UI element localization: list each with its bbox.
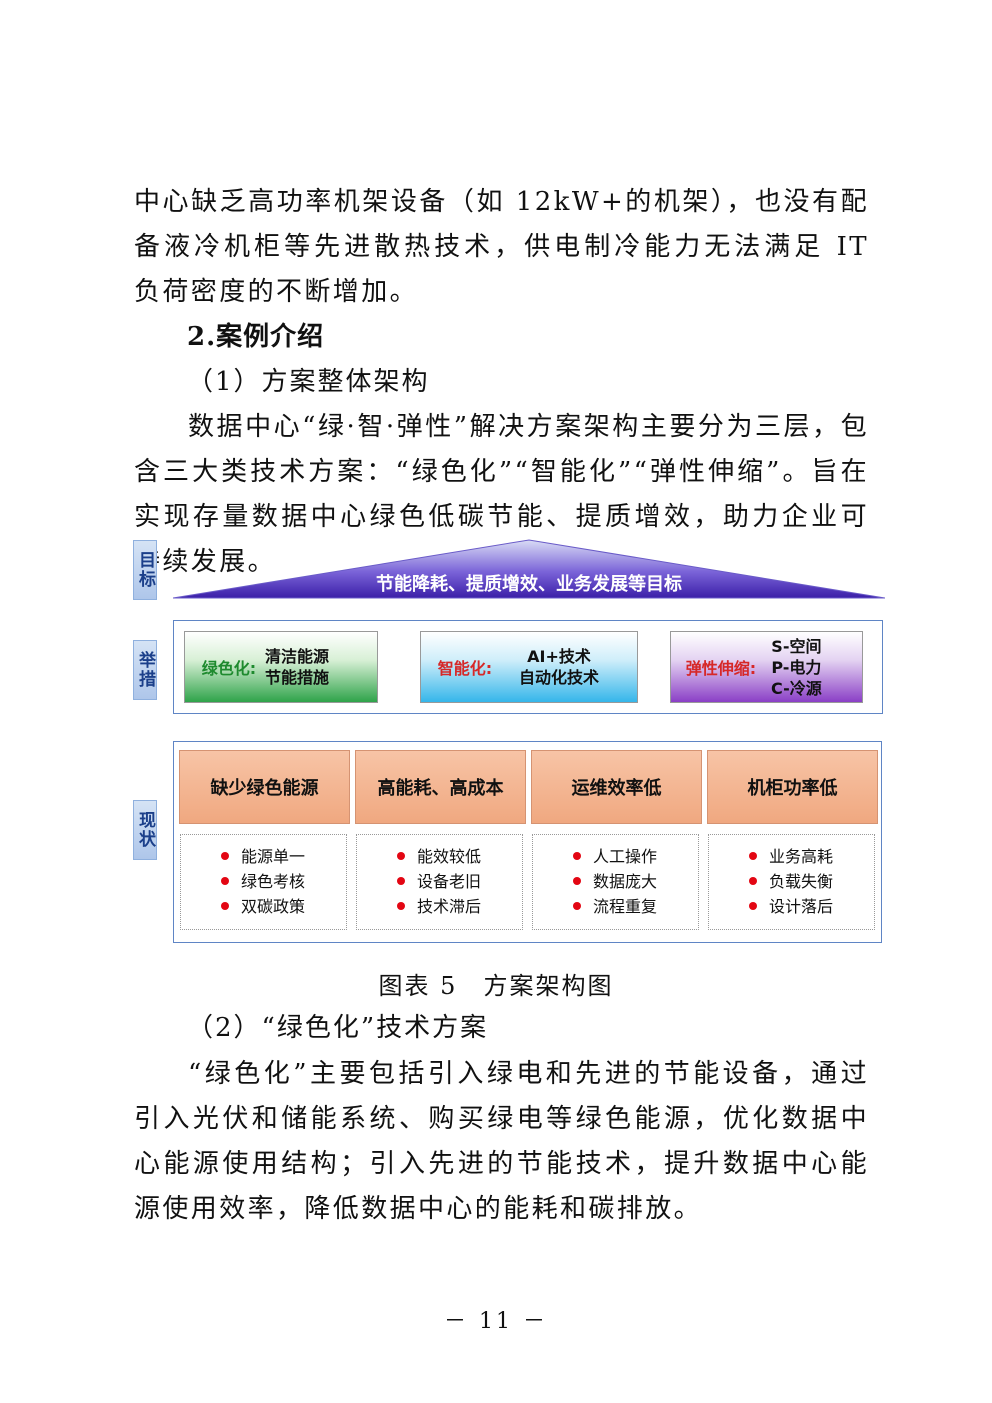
list-item: 技术滞后: [397, 894, 522, 919]
figure-caption: 图表 5 方案架构图: [378, 972, 614, 1000]
list-item: 流程重复: [573, 894, 698, 919]
section-title: 2.案例介绍: [187, 322, 325, 352]
status-list: 能源单一 绿色考核 双碳政策: [180, 834, 347, 930]
subsection-title-2: （2）“绿色化”技术方案: [187, 1013, 489, 1043]
page-number: － 11 －: [444, 1309, 548, 1334]
paragraph-green: “绿色化”主要包括引入绿电和先进的节能设备，通过引入光伏和储能系统、购买绿电等绿…: [134, 1059, 869, 1224]
measure-elastic: 弹性伸缩: S-空间 P-电力 C-冷源: [670, 631, 863, 703]
status-head: 缺少绿色能源: [179, 750, 350, 824]
status-frame: 缺少绿色能源 高能耗、高成本 运维效率低 机柜功率低 能源单一 绿色考核 双碳政…: [173, 741, 882, 943]
status-head: 运维效率低: [531, 750, 702, 824]
measure-elastic-item: S-空间: [771, 636, 822, 656]
list-item: 数据庞大: [573, 869, 698, 894]
label-measures: 举措: [133, 640, 157, 700]
measure-elastic-key: 弹性伸缩:: [685, 659, 757, 678]
list-item: 设计落后: [749, 894, 874, 919]
measure-green: 绿色化: 清洁能源 节能措施: [184, 631, 378, 703]
measure-smart-key: 智能化:: [437, 659, 493, 678]
paragraph-architecture: 数据中心“绿·智·弹性”解决方案架构主要分为三层，包含三大类技术方案：“绿色化”…: [134, 412, 869, 577]
subsection-title-1: （1）方案整体架构: [187, 367, 430, 397]
goal-text: 节能降耗、提质增效、业务发展等目标: [376, 574, 682, 595]
list-item: 设备老旧: [397, 869, 522, 894]
label-status: 现状: [133, 800, 157, 860]
status-list: 能效较低 设备老旧 技术滞后: [356, 834, 523, 930]
measure-smart-item: AI+技术: [527, 647, 591, 666]
measure-green-item: 清洁能源: [265, 647, 330, 666]
measure-elastic-item: C-冷源: [771, 678, 822, 698]
list-item: 绿色考核: [221, 869, 346, 894]
list-item: 负载失衡: [749, 869, 874, 894]
status-list: 业务高耗 负载失衡 设计落后: [708, 834, 875, 930]
status-head: 机柜功率低: [707, 750, 878, 824]
list-item: 人工操作: [573, 844, 698, 869]
list-item: 业务高耗: [749, 844, 874, 869]
list-item: 能源单一: [221, 844, 346, 869]
measure-smart: 智能化: AI+技术 自动化技术: [420, 631, 638, 703]
paragraph-intro: 中心缺乏高功率机架设备（如 12kW+的机架），也没有配备液冷机柜等先进散热技术…: [134, 187, 869, 307]
label-goal: 目标: [133, 540, 157, 600]
list-item: 双碳政策: [221, 894, 346, 919]
status-head: 高能耗、高成本: [355, 750, 526, 824]
list-item: 能效较低: [397, 844, 522, 869]
goal-roof: [173, 539, 885, 599]
measure-green-key: 绿色化:: [201, 659, 257, 678]
measure-smart-item: 自动化技术: [519, 668, 600, 687]
status-list: 人工操作 数据庞大 流程重复: [532, 834, 699, 930]
measure-green-item: 节能措施: [265, 668, 330, 687]
measures-frame: 绿色化: 清洁能源 节能措施 智能化: AI+技术 自动化技术 弹性伸缩: S-…: [173, 620, 883, 714]
measure-elastic-item: P-电力: [771, 657, 822, 677]
